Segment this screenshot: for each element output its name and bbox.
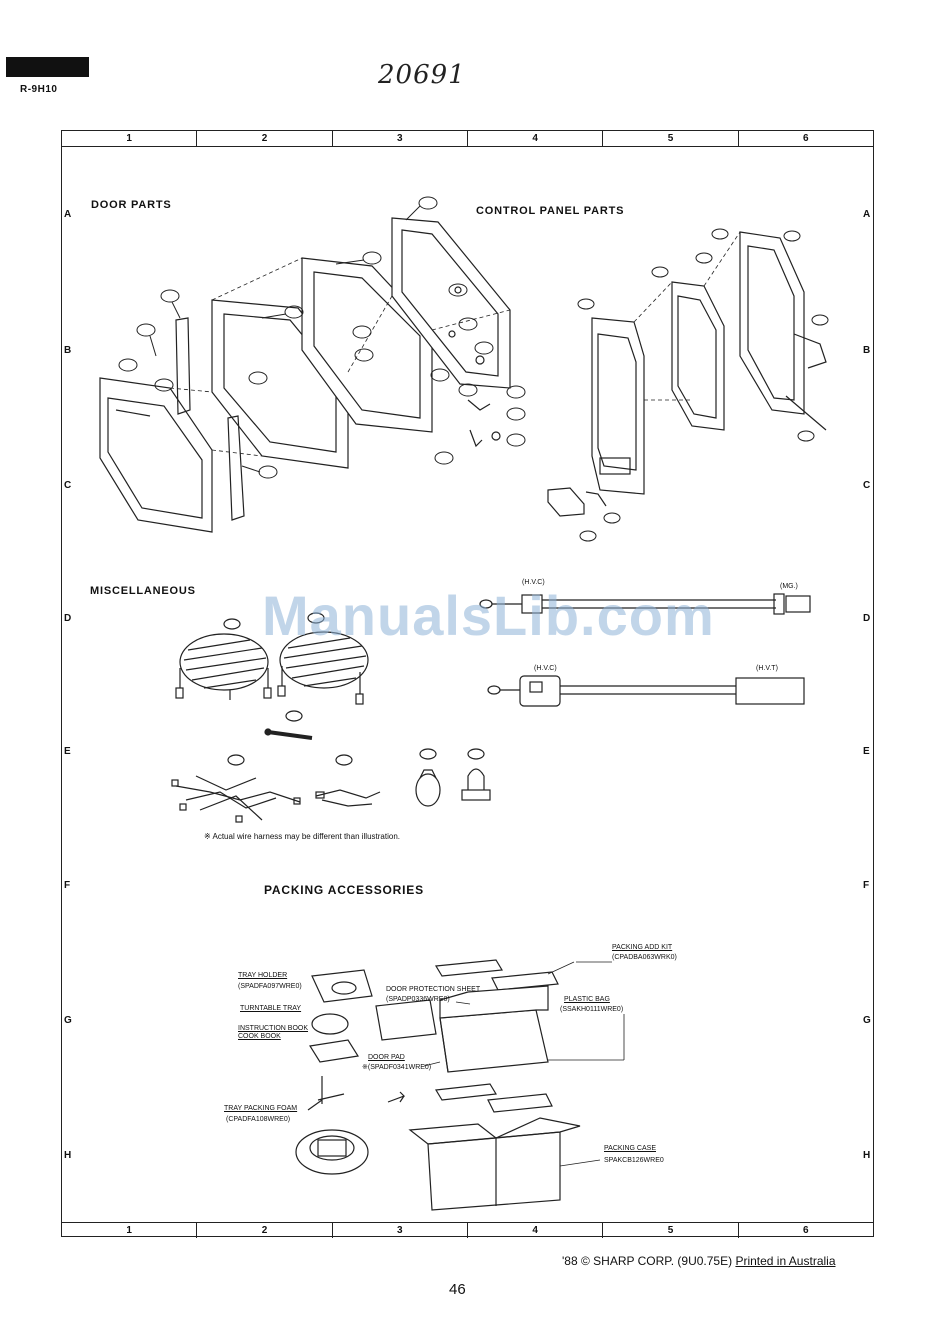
column-label: 5 [603, 131, 739, 146]
control-panel-circuit-board [671, 281, 725, 431]
tray-holder-illustration [311, 969, 373, 1003]
label-turntable-tray: TURNTABLE TRAY [240, 1005, 302, 1012]
label-packing-add-kit-code: (CPADBA063WRK0) [612, 954, 677, 961]
row-label-left: D [64, 613, 72, 624]
misc-rod [267, 730, 313, 740]
column-label: 2 [197, 1223, 333, 1238]
row-label-left: F [64, 880, 71, 891]
model-number: R-9H10 [20, 84, 58, 95]
control-panel-bracket [793, 333, 827, 369]
rack-right [279, 631, 369, 694]
door-open-button [547, 487, 585, 517]
button-spring [585, 491, 607, 507]
control-panel-screw [785, 395, 827, 431]
door-protection-sheet-illustration [375, 999, 437, 1041]
row-label-left: G [64, 1015, 72, 1026]
label-door-protection-sheet-code: (SPADP0336WRE0) [386, 996, 450, 1003]
label-tray-holder-code: (SPADFA097WRE0) [238, 983, 302, 990]
instruction-book-illustration [309, 1039, 359, 1063]
wire-harness-small [315, 789, 381, 807]
wire-harness-main [171, 775, 301, 823]
door-choke-bar [175, 317, 191, 415]
section-title-door-parts: DOOR PARTS [91, 199, 172, 211]
page-number: 46 [449, 1281, 466, 1298]
control-panel-frame [739, 231, 805, 415]
row-label-left: A [64, 209, 72, 220]
row-label-left: C [64, 480, 72, 491]
column-label: 6 [803, 133, 809, 144]
column-label: 4 [468, 131, 604, 146]
column-label: 2 [197, 131, 333, 146]
packing-case-illustration [408, 1117, 581, 1211]
watermark: ManualsLib.com [262, 584, 715, 647]
row-label-right: F [863, 880, 870, 891]
footer-printed: Printed in Australia [735, 1254, 836, 1268]
column-label: 3 [333, 1223, 468, 1238]
label-door-pad-code: ※(SPADF0341WRE0) [362, 1064, 432, 1071]
section-title-control-panel-parts: CONTROL PANEL PARTS [476, 205, 625, 217]
column-label: 5 [603, 1223, 739, 1238]
top-column-ruler: 1 2 3 4 5 6 [62, 131, 873, 147]
row-label-right: H [863, 1150, 871, 1161]
label-instruction-book: INSTRUCTION BOOK [238, 1025, 309, 1032]
row-label-right: D [863, 613, 871, 624]
label-plastic-bag: PLASTIC BAG [564, 996, 610, 1003]
control-panel-front [591, 317, 645, 495]
misc-clamp [415, 769, 441, 807]
tray-support-illustration [307, 1076, 345, 1111]
label-plastic-bag-code: (SSAKH0111WRE0) [560, 1006, 624, 1013]
label-hv-transformer: (H.V.T) [756, 665, 778, 672]
hv-cable-2 [487, 675, 805, 707]
tray-packing-foam-illustration [295, 1129, 369, 1175]
label-packing-case: PACKING CASE [604, 1145, 656, 1152]
label-hv-capacitor-2: (H.V.C) [534, 665, 557, 672]
row-label-right: C [863, 480, 871, 491]
row-label-right: B [863, 345, 871, 356]
row-label-right: G [863, 1015, 871, 1026]
turntable-tray-illustration [311, 1013, 349, 1035]
row-label-right: A [863, 209, 871, 220]
handwritten-note: 20691 [378, 60, 466, 90]
section-title-miscellaneous: MISCELLANEOUS [90, 585, 196, 597]
footer-copyright: '88 © SHARP CORP. (9U0.75E) [562, 1254, 733, 1268]
arrow-into-box [387, 1091, 406, 1103]
section-title-packing-accessories: PACKING ACCESSORIES [264, 883, 424, 897]
row-label-left: E [64, 746, 71, 757]
label-cook-book: COOK BOOK [238, 1033, 281, 1040]
bottom-column-ruler: 1 2 3 4 5 6 [62, 1222, 873, 1238]
label-packing-add-kit: PACKING ADD KIT [612, 944, 673, 951]
packing-add-kit-foams [434, 959, 559, 1113]
label-tray-holder: TRAY HOLDER [238, 972, 288, 979]
door-front-screen [99, 377, 213, 533]
column-label: 1 [62, 1223, 198, 1238]
row-label-left: B [64, 345, 72, 356]
column-label: 6 [803, 1225, 809, 1236]
harness-note: ※ Actual wire harness may be different t… [204, 832, 400, 841]
label-magnetron: (MG.) [780, 583, 798, 590]
label-door-pad: DOOR PAD [368, 1054, 405, 1061]
column-label: 4 [468, 1223, 604, 1238]
row-label-left: H [64, 1150, 72, 1161]
footer-copyright-line: '88 © SHARP CORP. (9U0.75E) Printed in A… [562, 1254, 836, 1268]
hv-cable-1 [479, 593, 811, 615]
label-door-protection-sheet: DOOR PROTECTION SHEET [386, 986, 481, 993]
door-latch-strip [227, 415, 245, 521]
label-tray-packing-foam-code: (CPADFA108WRE0) [226, 1116, 291, 1123]
label-packing-case-code: SPAKCB126WRE0 [604, 1157, 664, 1164]
column-label: 3 [333, 131, 468, 146]
label-tray-packing-foam: TRAY PACKING FOAM [224, 1105, 298, 1112]
label-hv-capacitor-1: (H.V.C) [522, 579, 545, 586]
packed-oven [439, 985, 549, 1073]
misc-stopper [461, 768, 491, 801]
column-label: 1 [62, 131, 198, 146]
header-black-bar [6, 57, 89, 77]
row-label-right: E [863, 746, 870, 757]
rack-left [179, 633, 269, 700]
